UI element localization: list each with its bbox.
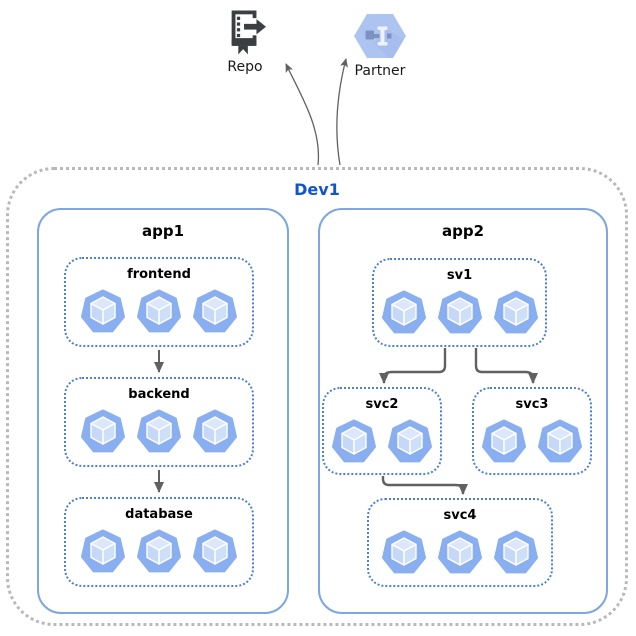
service-box-svc2: svc2 [322,387,442,475]
pod-icon [81,409,125,453]
repo-label: Repo [227,59,263,75]
pod-icon [438,530,482,574]
pod-group [66,529,252,573]
pod-icon [193,409,237,453]
pod-icon [494,530,538,574]
pod-icon [193,529,237,573]
service-title: svc2 [365,397,399,412]
pod-icon [81,289,125,333]
pod-icon [193,289,237,333]
partner-node: Partner [344,13,416,79]
pod-group [474,419,590,463]
partner-label: Partner [354,63,406,79]
pod-group [324,419,440,463]
service-box-svc3: svc3 [472,387,592,475]
app1-title: app1 [141,222,185,240]
source-repository-icon [231,10,266,55]
service-title: svc3 [515,397,549,412]
partner-interconnect-icon [354,14,406,58]
pod-group [66,409,252,453]
service-title: svc4 [443,508,477,523]
service-box-frontend: frontend [64,257,254,347]
pod-icon [137,289,181,333]
service-title: sv1 [446,268,473,283]
service-box-sv1: sv1 [372,258,547,347]
service-box-svc4: svc4 [367,498,553,587]
pod-icon [437,290,482,334]
dev1-boundary: Dev1 [6,167,628,626]
pod-icon [381,290,426,334]
pod-icon [81,529,125,573]
pod-icon [137,529,181,573]
service-title: database [125,507,193,522]
pod-group [66,289,252,333]
pod-icon [482,419,526,463]
pod-icon [388,419,432,463]
dev1-label: Dev1 [294,180,340,199]
app2-title: app2 [441,222,485,240]
pod-icon [493,290,538,334]
service-box-database: database [64,497,254,587]
service-title: frontend [127,267,191,282]
service-title: backend [128,387,190,402]
service-box-backend: backend [64,377,254,467]
pod-icon [538,419,582,463]
arrow-dev1-repo [285,63,320,166]
pod-icon [382,530,426,574]
pod-group [374,290,545,334]
pod-icon [332,419,376,463]
pod-group [369,530,551,574]
repo-node: Repo [211,8,279,75]
pod-icon [137,409,181,453]
